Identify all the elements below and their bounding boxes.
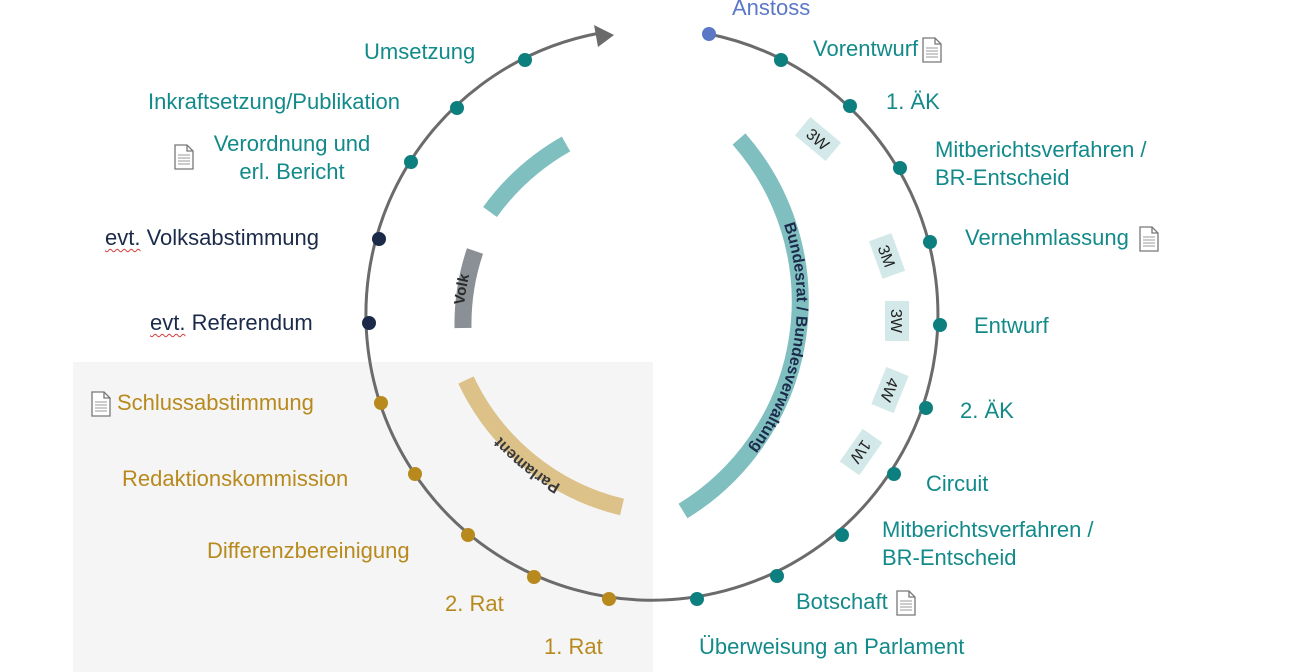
label-referendum-prefix: evt. [150,310,186,335]
label-aek2: 2. ÄK [960,398,1014,423]
band-volk [454,248,484,329]
dot-mitbericht2 [835,528,849,542]
label-volksabstimmung: evt. Volksabstimmung [105,224,319,252]
svg-text:Parlament: Parlament [491,433,563,496]
label-anstoss: Anstoss [732,0,811,20]
label-ueberweisung: Überweisung an Parlament [699,634,965,659]
label-mitbericht2: Mitberichtsverfahren / BR-Entscheid [882,516,1094,572]
band-parlament [458,376,624,516]
label-vorentwurf: Vorentwurf [813,35,946,63]
parliament-phase-background [73,362,653,672]
label-differenz: Differenzbereinigung [207,538,410,563]
dot-circuit [887,467,901,481]
duration-box: 3M [868,233,906,279]
duration-box: 3W [885,301,909,341]
dot-rat2 [527,570,541,584]
label-redaktion: Redaktionskommission [122,466,349,491]
label-schluss: Schlussabstimmung [91,389,314,417]
label-aek1: 1. ÄK [886,89,940,114]
dot-aek2 [919,401,933,415]
label-mitbericht1-line2: BR-Entscheid [935,165,1070,190]
document-icon [174,144,194,170]
label-verordnung: Verordnung und erl. Bericht [174,130,380,186]
document-icon [91,391,111,417]
label-referendum: evt. Referendum [150,309,313,337]
label-botschaft: Botschaft [796,588,920,616]
svg-text:Volk: Volk [451,272,473,306]
label-mitbericht1-line1: Mitberichtsverfahren / [935,137,1147,162]
dot-verordnung [404,155,418,169]
dot-referendum [362,316,376,330]
label-schluss-text: Schlussabstimmung [117,390,314,415]
band-bundesrat [678,133,809,519]
label-botschaft-text: Botschaft [796,589,888,614]
label-umsetzung: Umsetzung [364,39,476,64]
label-vernehmlassung: Vernehmlassung [965,224,1163,252]
label-mitbericht1: Mitberichtsverfahren / BR-Entscheid [935,136,1147,192]
band-label-bundesrat: Bundesrat / Bundesverwaltung [746,220,810,456]
label-volksabstimmung-prefix: evt. [105,225,141,250]
dot-volksabstimmung [372,232,386,246]
label-volksabstimmung-text: Volksabstimmung [146,225,320,250]
dot-mitbericht1 [893,161,907,175]
label-rat1: 1. Rat [544,634,603,659]
dot-differenz [461,528,475,542]
arrow-head-icon [594,25,614,47]
label-verordnung-line2: erl. Bericht [239,159,345,184]
dot-rat1 [602,592,616,606]
label-entwurf: Entwurf [974,313,1049,338]
label-mitbericht2-line1: Mitberichtsverfahren / [882,517,1094,542]
dot-botschaft [770,569,784,583]
dot-schluss [374,396,388,410]
label-inkraft: Inkraftsetzung/Publikation [148,89,400,114]
dot-aek1 [843,99,857,113]
duration-label: 3W [887,309,904,334]
label-vernehmlassung-text: Vernehmlassung [965,225,1129,250]
duration-box: 1W [839,428,883,476]
label-rat2: 2. Rat [445,591,504,616]
label-vorentwurf-text: Vorentwurf [813,36,919,61]
label-mitbericht2-line2: BR-Entscheid [882,545,1017,570]
band-label-volk: Volk [451,272,473,306]
band-vollzug [483,136,571,218]
duration-box: 3W [794,116,842,162]
dot-anstoss [702,27,716,41]
document-icon [1139,226,1159,252]
label-verordnung-line1: Verordnung und [213,131,371,156]
dot-vorentwurf [774,53,788,67]
label-referendum-text: Referendum [191,310,313,335]
duration-box: 4W [871,366,909,414]
dot-entwurf [933,318,947,332]
duration-label: 3M [874,243,898,270]
document-icon [896,590,916,616]
dot-inkraft [450,101,464,115]
dot-umsetzung [518,53,532,67]
band-label-parlament: Parlament [491,433,563,496]
dot-ueberweisung [690,592,704,606]
svg-text:Bundesrat / Bundesverwaltung: Bundesrat / Bundesverwaltung [746,220,810,456]
cycle-circle [364,31,940,602]
label-circuit: Circuit [926,471,989,496]
dot-vernehmlassung [923,235,937,249]
document-icon [922,37,942,63]
dot-redaktion [408,467,422,481]
